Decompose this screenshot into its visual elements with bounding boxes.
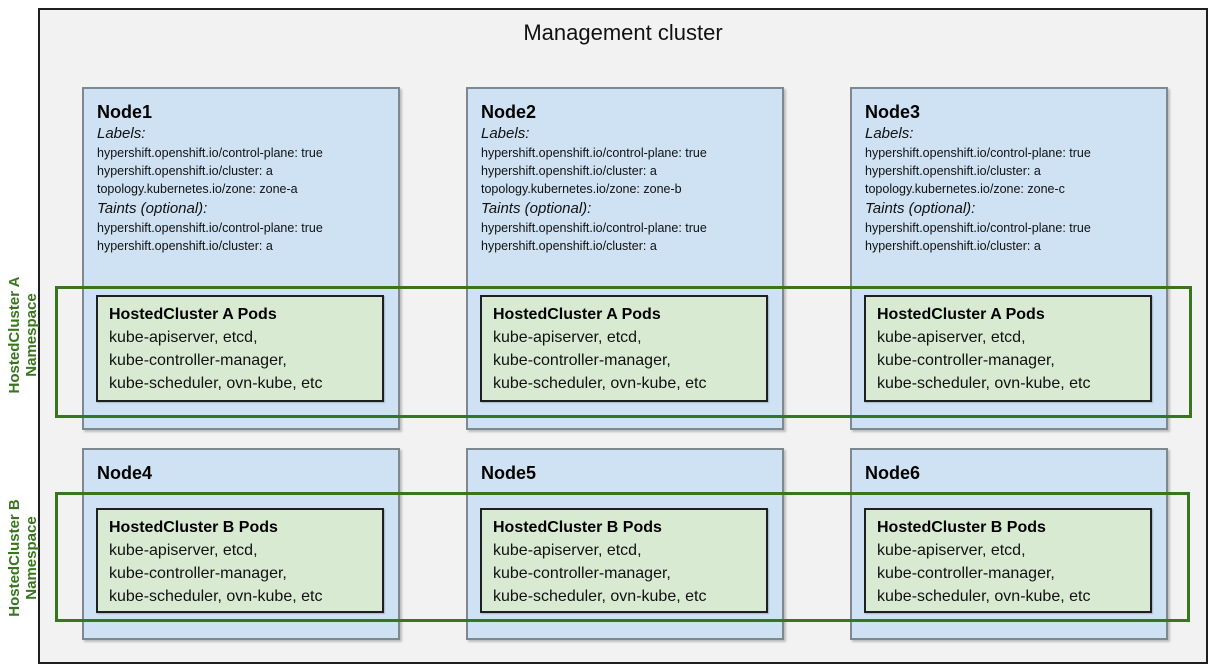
hostedcluster-b-namespace-label: HostedCluster B Namespace: [6, 499, 40, 617]
pods-line: kube-apiserver, etcd,: [109, 542, 258, 559]
node4-pods-card: HostedCluster B Pods kube-apiserver, etc…: [96, 508, 384, 613]
node3-label-line: topology.kubernetes.io/zone: zone-c: [865, 182, 1065, 196]
node5-title: Node5: [481, 463, 537, 483]
node1-taint-line: hypershift.openshift.io/control-plane: t…: [97, 221, 323, 235]
node1-label-line: hypershift.openshift.io/cluster: a: [97, 164, 273, 178]
node2-pods-card: HostedCluster A Pods kube-apiserver, etc…: [480, 295, 768, 402]
node1-labels-heading: Labels:: [97, 125, 146, 142]
node2-label-line: hypershift.openshift.io/control-plane: t…: [481, 146, 707, 160]
pods-line: kube-scheduler, ovn-kube, etc: [109, 375, 323, 392]
node3-taint-line: hypershift.openshift.io/control-plane: t…: [865, 221, 1091, 235]
node3-title: Node3: [865, 102, 921, 122]
pods-line: kube-controller-manager,: [877, 352, 1055, 369]
node3-taints-heading: Taints (optional):: [865, 200, 976, 217]
pods-line: kube-scheduler, ovn-kube, etc: [109, 588, 323, 605]
node4-title: Node4: [97, 463, 153, 483]
pods-line: kube-apiserver, etcd,: [877, 542, 1026, 559]
node1-title: Node1: [97, 102, 153, 122]
node3-labels-heading: Labels:: [865, 125, 914, 142]
node2-taints-heading: Taints (optional):: [481, 200, 592, 217]
node3-label-line: hypershift.openshift.io/cluster: a: [865, 164, 1041, 178]
pods-line: kube-apiserver, etcd,: [493, 329, 642, 346]
pods-title: HostedCluster B Pods: [493, 519, 662, 536]
pods-line: kube-scheduler, ovn-kube, etc: [877, 588, 1091, 605]
node3-pods-card: HostedCluster A Pods kube-apiserver, etc…: [864, 295, 1152, 402]
pods-line: kube-apiserver, etcd,: [109, 329, 258, 346]
pods-line: kube-controller-manager,: [877, 565, 1055, 582]
pods-line: kube-scheduler, ovn-kube, etc: [493, 588, 707, 605]
node5-pods-card: HostedCluster B Pods kube-apiserver, etc…: [480, 508, 768, 613]
node2-label-line: hypershift.openshift.io/cluster: a: [481, 164, 657, 178]
pods-line: kube-controller-manager,: [109, 565, 287, 582]
node6-title: Node6: [865, 463, 921, 483]
node2-labels-heading: Labels:: [481, 125, 530, 142]
hostedcluster-a-namespace-label: HostedCluster A Namespace: [6, 276, 40, 394]
node3-label-line: hypershift.openshift.io/control-plane: t…: [865, 146, 1091, 160]
node2-label-line: topology.kubernetes.io/zone: zone-b: [481, 182, 682, 196]
node2-taint-line: hypershift.openshift.io/cluster: a: [481, 239, 657, 253]
pods-line: kube-controller-manager,: [493, 565, 671, 582]
pods-title: HostedCluster B Pods: [109, 519, 278, 536]
node1-pods-card: HostedCluster A Pods kube-apiserver, etc…: [96, 295, 384, 402]
node6-pods-card: HostedCluster B Pods kube-apiserver, etc…: [864, 508, 1152, 613]
management-cluster-title: Management cluster: [523, 20, 723, 45]
node2-title: Node2: [481, 102, 537, 122]
pods-title: HostedCluster A Pods: [493, 306, 661, 323]
node1-taints-heading: Taints (optional):: [97, 200, 208, 217]
pods-title: HostedCluster B Pods: [877, 519, 1046, 536]
node3-taint-line: hypershift.openshift.io/cluster: a: [865, 239, 1041, 253]
pods-title: HostedCluster A Pods: [109, 306, 277, 323]
node1-label-line: topology.kubernetes.io/zone: zone-a: [97, 182, 298, 196]
node1-taint-line: hypershift.openshift.io/cluster: a: [97, 239, 273, 253]
node1-label-line: hypershift.openshift.io/control-plane: t…: [97, 146, 323, 160]
pods-line: kube-controller-manager,: [109, 352, 287, 369]
pods-line: kube-controller-manager,: [493, 352, 671, 369]
pods-line: kube-apiserver, etcd,: [493, 542, 642, 559]
pods-line: kube-scheduler, ovn-kube, etc: [877, 375, 1091, 392]
pods-line: kube-apiserver, etcd,: [877, 329, 1026, 346]
pods-line: kube-scheduler, ovn-kube, etc: [493, 375, 707, 392]
pods-title: HostedCluster A Pods: [877, 306, 1045, 323]
node2-taint-line: hypershift.openshift.io/control-plane: t…: [481, 221, 707, 235]
